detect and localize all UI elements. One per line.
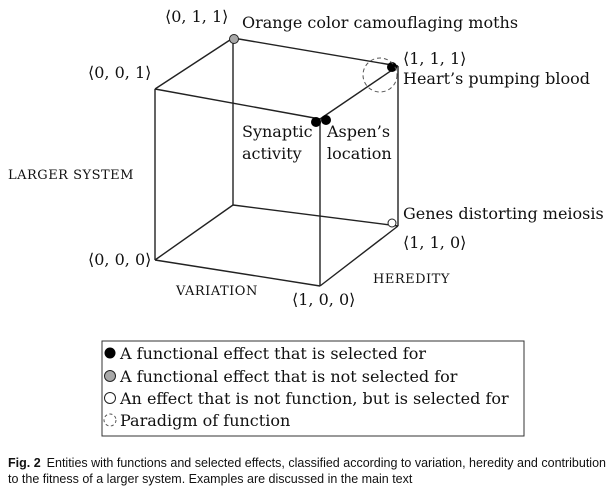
- dashed-paradigm-circle: [362, 57, 398, 93]
- edge-001-101: [154, 88, 321, 120]
- legend-marker-black: [104, 347, 116, 359]
- legend-marker-hollow: [104, 392, 116, 404]
- edge-100-110: [319, 225, 399, 287]
- edge-000-100: [154, 259, 321, 287]
- caption-text: Entities with functions and selected eff…: [8, 456, 606, 486]
- legend-item-4: Paradigm of function: [120, 411, 290, 430]
- legend-item-1: A functional effect that is selected for: [119, 344, 426, 363]
- example-synaptic-2: activity: [242, 144, 302, 163]
- example-aspen-1: Aspen’s: [326, 122, 390, 141]
- black-marker-heart: [387, 62, 397, 72]
- edge-011-111: [232, 37, 399, 67]
- legend: A functional effect that is selected for…: [103, 344, 509, 430]
- caption-label: Fig. 2: [8, 456, 41, 470]
- legend-marker-dashed: [103, 413, 117, 427]
- axis-label-variation: VARIATION: [175, 284, 258, 299]
- cube-edges: [154, 37, 399, 287]
- vertex-label-000: ⟨0, 0, 0⟩: [88, 250, 151, 269]
- edge-000-010: [154, 204, 234, 261]
- vertex-label-110: ⟨1, 1, 0⟩: [403, 233, 466, 252]
- example-aspen-2: location: [327, 144, 392, 163]
- gray-marker-moths: [229, 34, 239, 44]
- legend-box: [101, 340, 525, 437]
- vertex-label-001: ⟨0, 0, 1⟩: [88, 63, 151, 82]
- edge-010-110: [232, 204, 399, 227]
- vertex-label-011: ⟨0, 1, 1⟩: [165, 7, 228, 26]
- hollow-marker-genes: [387, 218, 397, 228]
- black-marker-synaptic: [311, 117, 321, 127]
- vertex-label-100: ⟨1, 0, 0⟩: [292, 290, 355, 309]
- example-synaptic-1: Synaptic: [242, 122, 313, 141]
- black-marker-aspen: [321, 115, 331, 125]
- legend-marker-gray: [104, 370, 116, 382]
- legend-item-3: An effect that is not function, but is s…: [119, 389, 509, 408]
- edge-001-011: [154, 37, 234, 90]
- vertex-label-111: ⟨1, 1, 1⟩: [403, 49, 466, 68]
- axis-label-larger-system: LARGER SYSTEM: [8, 168, 134, 183]
- axis-label-heredity: HEREDITY: [373, 272, 450, 287]
- example-moths: Orange color camouflaging moths: [242, 13, 518, 32]
- legend-item-2: A functional effect that is not selected…: [119, 367, 458, 386]
- example-genes: Genes distorting meiosis: [403, 204, 604, 223]
- edge-101-111: [319, 65, 399, 120]
- example-heart: Heart’s pumping blood: [403, 69, 590, 88]
